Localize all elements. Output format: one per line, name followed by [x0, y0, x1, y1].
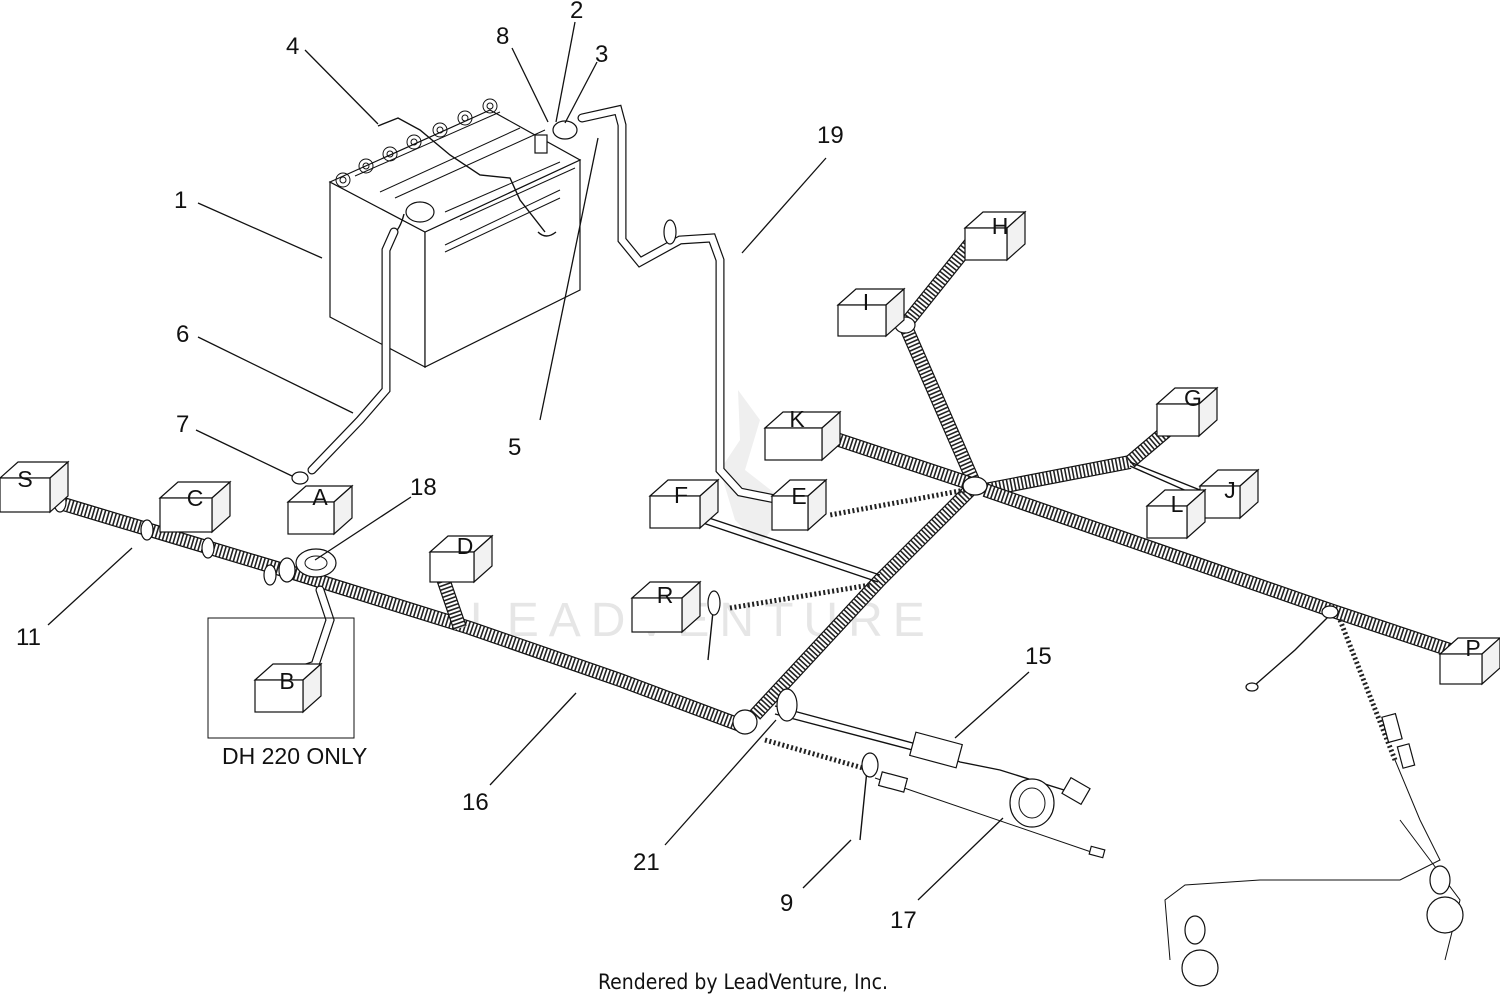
callout-5: 5: [508, 434, 521, 461]
svg-text:D: D: [457, 533, 474, 559]
connector-D[interactable]: D: [428, 533, 494, 584]
callout-1: 1: [174, 187, 187, 214]
battery-positive-cable[interactable]: [577, 104, 785, 505]
dh220-only-note: DH 220 ONLY: [222, 743, 367, 769]
svg-text:I: I: [863, 289, 869, 315]
callout-16: 16: [462, 789, 489, 816]
main-harness[interactable]: [47, 220, 1461, 961]
fuse-holder[interactable]: [908, 731, 964, 769]
svg-text:H: H: [992, 213, 1009, 239]
svg-text:B: B: [279, 668, 294, 694]
connector-I[interactable]: I: [836, 287, 906, 338]
svg-text:A: A: [312, 484, 328, 510]
connector-A[interactable]: A: [286, 484, 354, 536]
svg-text:J: J: [1224, 477, 1236, 503]
connector-E[interactable]: E: [770, 478, 828, 532]
svg-text:C: C: [187, 485, 204, 511]
svg-text:P: P: [1465, 635, 1480, 661]
callout-4: 4: [286, 33, 299, 60]
callout-numbers: 1 2 3 4 5 6 7 8 9 11 15 16 17 18 19 21: [16, 0, 1052, 934]
callout-7: 7: [176, 411, 189, 438]
connector-K[interactable]: K: [763, 406, 842, 462]
battery[interactable]: [328, 98, 582, 368]
connector-H[interactable]: H: [963, 210, 1027, 262]
horn[interactable]: [1009, 778, 1055, 828]
relay-connector[interactable]: [877, 771, 1091, 806]
callout-6: 6: [176, 321, 189, 348]
svg-text:E: E: [791, 483, 806, 509]
callout-21: 21: [633, 849, 660, 876]
connector-L[interactable]: L: [1145, 488, 1207, 540]
footer-credit: Rendered by LeadVenture, Inc.: [598, 970, 888, 994]
callout-3: 3: [595, 41, 608, 68]
connector-S[interactable]: S: [0, 460, 70, 514]
inline-connectors: [1381, 712, 1416, 769]
svg-text:L: L: [1171, 491, 1184, 517]
callout-leaders: [47, 21, 1030, 901]
key-switch[interactable]: [707, 590, 721, 661]
connector-F[interactable]: F: [648, 478, 720, 530]
svg-text:K: K: [789, 406, 805, 432]
connector-R[interactable]: R: [630, 580, 702, 634]
ground-terminal: [1088, 682, 1259, 859]
callout-9: 9: [780, 890, 793, 917]
callout-11: 11: [16, 624, 41, 651]
connector-P[interactable]: P: [1438, 635, 1500, 686]
callout-8: 8: [496, 23, 509, 50]
callout-19: 19: [817, 122, 844, 149]
callout-18: 18: [410, 474, 437, 501]
callout-15: 15: [1025, 643, 1052, 670]
svg-text:G: G: [1184, 385, 1202, 411]
connector-B[interactable]: B: [253, 662, 323, 714]
connector-G[interactable]: G: [1155, 385, 1219, 438]
ignition-wire[interactable]: [859, 752, 879, 841]
connector-J[interactable]: J: [1198, 468, 1260, 520]
svg-text:R: R: [657, 582, 674, 608]
connector-C[interactable]: C: [158, 480, 232, 534]
dh220-only-group: DH 220 ONLY: [207, 617, 367, 769]
callout-2: 2: [570, 0, 583, 24]
connector-boxes: S C A B D: [0, 210, 1500, 714]
headlight-right[interactable]: [1426, 865, 1464, 934]
battery-negative-cable[interactable]: [291, 227, 399, 485]
svg-text:S: S: [17, 466, 32, 492]
callout-17: 17: [890, 907, 917, 934]
headlight-left[interactable]: [1181, 915, 1219, 987]
svg-text:F: F: [674, 482, 688, 508]
